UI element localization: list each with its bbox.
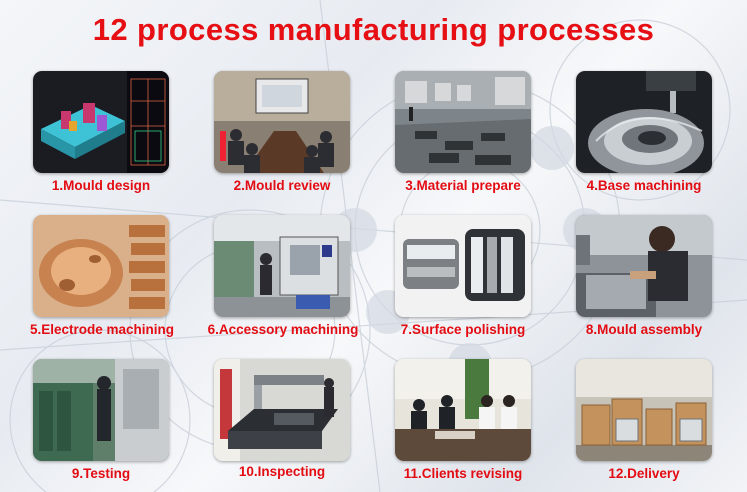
assembly-worker-photo-icon — [576, 215, 712, 317]
step-3-image — [395, 71, 531, 173]
copper-electrode-photo-icon — [33, 215, 169, 317]
step-9-caption: 9.Testing — [71, 466, 131, 481]
step-12-caption: 12.Delivery — [608, 466, 680, 481]
polished-parts-photo-icon — [395, 215, 531, 317]
meeting-room-photo-icon — [214, 71, 350, 173]
step-7-caption: 7.Surface polishing — [400, 322, 526, 337]
step-1-image — [33, 71, 169, 173]
step-9-image — [33, 359, 169, 461]
machine-shop-photo-icon — [214, 215, 350, 317]
step-6-caption: 6.Accessory machining — [207, 322, 359, 337]
step-8-caption: 8.Mould assembly — [585, 322, 703, 337]
step-10-image — [214, 359, 350, 461]
step-2-image — [214, 71, 350, 173]
step-4-image — [576, 71, 712, 173]
step-5-image — [33, 215, 169, 317]
step-5-caption: 5.Electrode machining — [29, 322, 175, 337]
step-4-caption: 4.Base machining — [586, 178, 702, 193]
injection-machine-photo-icon — [33, 359, 169, 461]
step-10-caption: 10.Inspecting — [238, 464, 326, 479]
step-1-caption: 1.Mould design — [51, 178, 151, 193]
cmm-inspection-photo-icon — [214, 359, 350, 461]
step-12-image — [576, 359, 712, 461]
step-8-image — [576, 215, 712, 317]
client-meeting-photo-icon — [395, 359, 531, 461]
step-7-image — [395, 215, 531, 317]
wooden-crates-photo-icon — [576, 359, 712, 461]
step-6-image — [214, 215, 350, 317]
page-title: 12 process manufacturing processes — [92, 12, 655, 47]
step-3-caption: 3.Material prepare — [405, 178, 521, 193]
step-11-image — [395, 359, 531, 461]
step-11-caption: 11.Clients revising — [403, 466, 523, 481]
cad-model-photo-icon — [33, 71, 169, 173]
warehouse-photo-icon — [395, 71, 531, 173]
step-2-caption: 2.Mould review — [233, 178, 331, 193]
cnc-spindle-photo-icon — [576, 71, 712, 173]
